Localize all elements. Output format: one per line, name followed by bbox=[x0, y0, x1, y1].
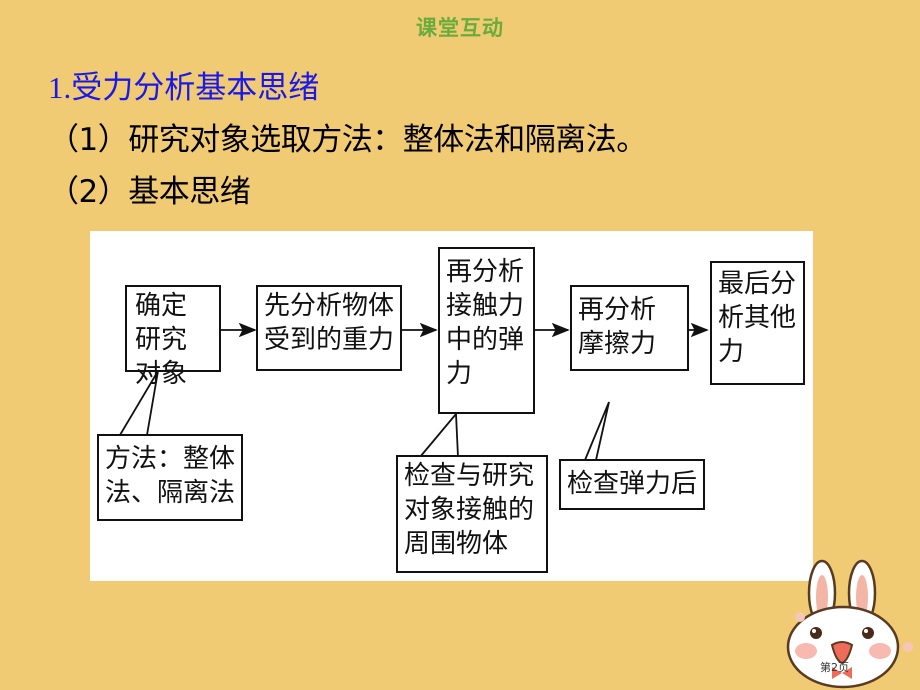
section-title: 1.受力分析基本思绪 bbox=[48, 62, 319, 107]
callout-note-2: 检查与研究对象接触的周围物体 bbox=[396, 455, 548, 573]
flow-step-4: 再分析摩擦力 bbox=[570, 285, 689, 371]
flowchart-panel: 确定研究对象 先分析物体受到的重力 再分析接触力中的弹力 再分析摩擦力 最后分析… bbox=[90, 231, 813, 581]
slide-header: 课堂互动 bbox=[416, 16, 504, 40]
point-2: （2）基本思绪 bbox=[48, 174, 251, 210]
section-title-text: 受力分析基本思绪 bbox=[71, 70, 320, 106]
callout-pointer-3 bbox=[584, 401, 610, 461]
flow-step-5: 最后分析其他力 bbox=[710, 261, 805, 385]
flow-step-3: 再分析接触力中的弹力 bbox=[438, 247, 535, 414]
point-1: （1）研究对象选取方法：整体法和隔离法。 bbox=[48, 122, 647, 158]
callout-note-3: 检查弹力后 bbox=[559, 459, 705, 510]
page-number: 第2页 bbox=[820, 661, 849, 674]
callout-pointer-2 bbox=[419, 411, 459, 458]
section-number: 1. bbox=[48, 70, 72, 105]
flow-step-1: 确定研究对象 bbox=[125, 285, 221, 389]
flow-step-2: 先分析物体受到的重力 bbox=[256, 285, 402, 371]
callout-note-1: 方法：整体法、隔离法 bbox=[97, 434, 243, 521]
rabbit-mascot-icon bbox=[786, 559, 913, 689]
